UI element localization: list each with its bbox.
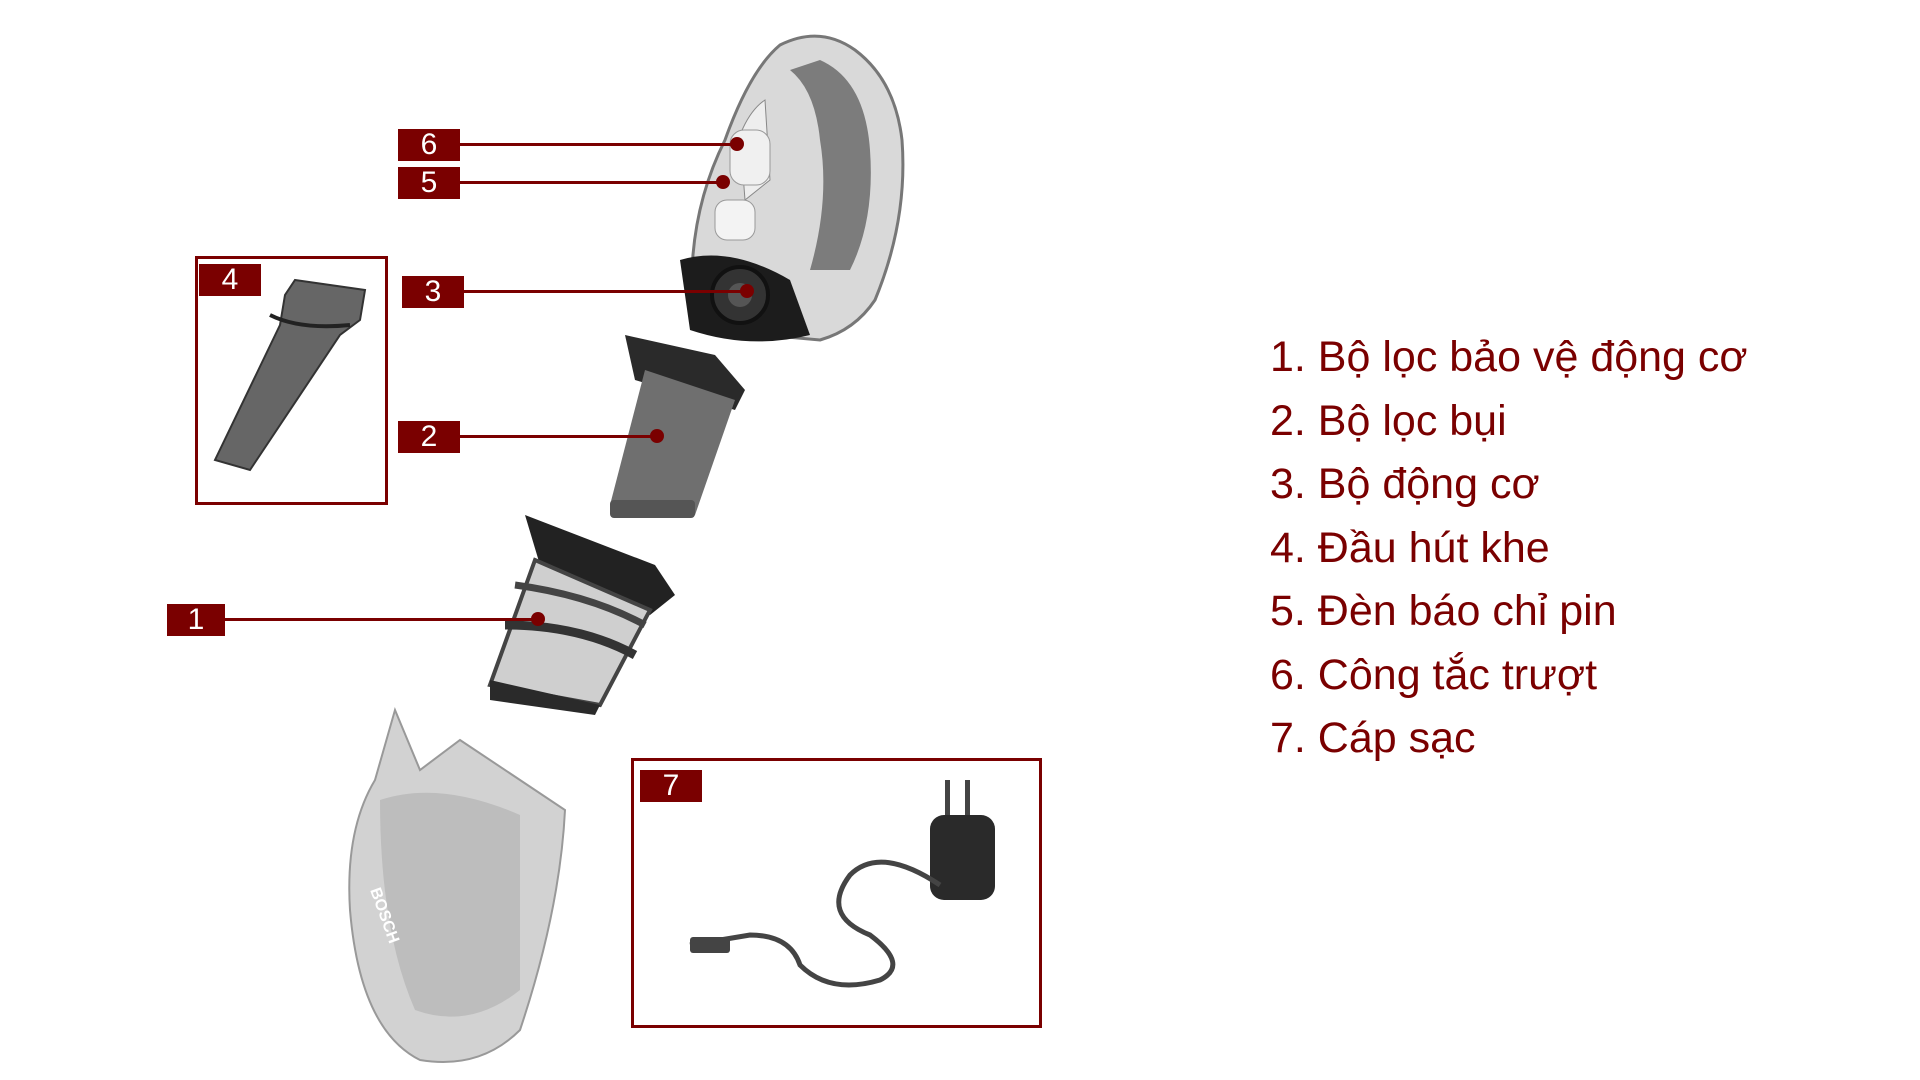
legend-item-1: 1. Bộ lọc bảo vệ động cơ — [1270, 333, 1748, 381]
leader-line-5 — [460, 181, 722, 184]
leader-dot-6 — [730, 137, 744, 151]
leader-line-3 — [464, 290, 746, 293]
legend-item-7: 7. Cáp sạc — [1270, 714, 1476, 762]
legend-item-3: 3. Bộ động cơ — [1270, 460, 1540, 508]
charger-illustration — [689, 780, 995, 988]
callout-label-1: 1 — [167, 604, 225, 636]
leader-dot-2 — [650, 429, 664, 443]
leader-dot-3 — [740, 284, 754, 298]
motor-filter-illustration — [487, 515, 675, 715]
dust-container-illustration: BOSCH — [348, 706, 567, 1063]
legend-item-4: 4. Đầu hút khe — [1270, 523, 1550, 572]
parts-legend: 1. Bộ lọc bảo vệ động cơ 2. Bộ lọc bụi 3… — [1270, 326, 1748, 771]
leader-line-6 — [460, 143, 736, 146]
vacuum-body-illustration — [680, 34, 905, 342]
legend-item-2: 2. Bộ lọc bụi — [1270, 396, 1507, 445]
callout-label-6: 6 — [398, 129, 460, 161]
charger-frame — [631, 758, 1042, 1028]
callout-label-4: 4 — [199, 264, 261, 296]
crevice-tool-frame — [195, 256, 388, 505]
leader-line-2 — [460, 435, 656, 438]
leader-line-1 — [225, 618, 537, 621]
legend-item-6: 6. Công tắc trượt — [1270, 650, 1598, 699]
callout-label-3: 3 — [402, 276, 464, 308]
callout-label-2: 2 — [398, 421, 460, 453]
dust-filter-illustration — [610, 335, 745, 518]
callout-label-5: 5 — [398, 167, 460, 199]
callout-label-7: 7 — [640, 770, 702, 802]
legend-item-5: 5. Đèn báo chỉ pin — [1270, 587, 1617, 635]
leader-dot-5 — [716, 175, 730, 189]
leader-dot-1 — [531, 612, 545, 626]
crevice-tool-illustration — [213, 278, 367, 472]
